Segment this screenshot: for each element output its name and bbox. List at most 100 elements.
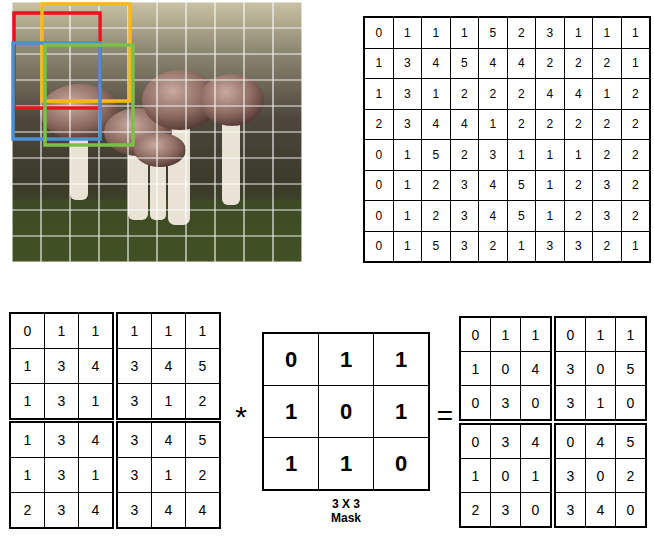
table-cell: 3 [393,109,423,141]
table-cell: 5 [507,200,537,232]
table-cell: 2 [592,231,622,263]
table-cell: 3 [393,48,423,80]
table-cell: 1 [10,422,45,458]
table-cell: 2 [564,48,594,80]
table-cell: 2 [564,170,594,202]
table-cell: 3 [117,422,152,458]
table-cell: 3 [592,170,622,202]
table-cell: 1 [564,17,594,49]
table-cell: 3 [44,492,79,528]
table-cell: 4 [151,422,186,458]
table-cell: 1 [10,348,45,384]
table-cell: 5 [507,170,537,202]
table-cell: 4 [585,492,616,527]
table-cell: 2 [621,78,651,110]
table-cell: 2 [185,457,220,493]
table-cell: 1 [564,139,594,171]
table-cell: 1 [621,17,651,49]
table-cell: 2 [535,109,565,141]
table-cell: 3 [117,492,152,528]
table-cell: 5 [185,348,220,384]
table-cell: 1 [507,139,537,171]
table-cell: 3 [117,348,152,384]
mask-caption: 3 X 3 Mask [323,498,369,526]
table-cell: 5 [615,424,646,459]
table-cell: 1 [373,333,429,386]
table-cell: 2 [621,109,651,141]
table-cell: 0 [460,317,491,352]
table-cell: 1 [592,17,622,49]
table-cell: 2 [564,200,594,232]
table-cell: 5 [185,422,220,458]
table-cell: 3 [490,424,521,459]
table-cell: 1 [151,313,186,349]
table-cell: 1 [10,383,45,419]
table-cell: 0 [364,200,394,232]
table-cell: 4 [478,200,508,232]
table-cell: 2 [478,78,508,110]
table-cell: 1 [421,78,451,110]
table-cell: 4 [520,424,551,459]
table-cell: 1 [393,17,423,49]
table-cell: 4 [421,109,451,141]
table-cell: 1 [621,231,651,263]
table-cell: 0 [520,385,551,420]
table-cell: 1 [185,313,220,349]
table-cell: 0 [364,170,394,202]
table-cell: 3 [555,458,586,493]
table-cell: 1 [592,78,622,110]
table-cell: 3 [44,348,79,384]
table-cell: 2 [535,48,565,80]
table-cell: 3 [450,170,480,202]
table-cell: 3 [117,383,152,419]
table-cell: 2 [478,231,508,263]
table-cell: 4 [535,78,565,110]
table-cell: 3 [490,385,521,420]
table-cell: 3 [555,492,586,527]
table-cell: 4 [520,351,551,386]
table-cell: 4 [78,492,113,528]
table-cell: 4 [564,78,594,110]
table-cell: 0 [490,458,521,493]
table-cell: 4 [151,492,186,528]
table-cell: 3 [450,200,480,232]
table-cell: 5 [450,48,480,80]
table-cell: 1 [535,139,565,171]
table-cell: 0 [373,437,429,490]
table-cell: 0 [555,424,586,459]
table-cell: 1 [490,317,521,352]
table-cell: 0 [585,458,616,493]
table-cell: 1 [393,139,423,171]
table-cell: 2 [615,458,646,493]
table-cell: 0 [615,492,646,527]
table-cell: 1 [151,383,186,419]
table-cell: 4 [585,424,616,459]
table-cell: 5 [421,231,451,263]
table-cell: 2 [450,139,480,171]
table-cell: 2 [592,139,622,171]
table-cell: 4 [478,48,508,80]
table-cell: 3 [117,457,152,493]
table-cell: 0 [460,385,491,420]
table-cell: 5 [615,351,646,386]
table-cell: 1 [78,457,113,493]
table-cell: 4 [421,48,451,80]
table-cell: 1 [520,317,551,352]
table-cell: 2 [460,492,491,527]
table-cell: 3 [535,231,565,263]
table-cell: 1 [535,200,565,232]
table-cell: 2 [592,109,622,141]
table-cell: 2 [507,17,537,49]
table-cell: 1 [318,333,374,386]
table-cell: 4 [151,348,186,384]
table-cell: 4 [185,492,220,528]
table-cell: 2 [621,139,651,171]
table-cell: 3 [490,492,521,527]
table-cell: 0 [10,313,45,349]
table-cell: 3 [592,200,622,232]
table-cell: 1 [585,317,616,352]
table-cell: 0 [555,317,586,352]
table-cell: 5 [421,139,451,171]
table-cell: 2 [621,170,651,202]
